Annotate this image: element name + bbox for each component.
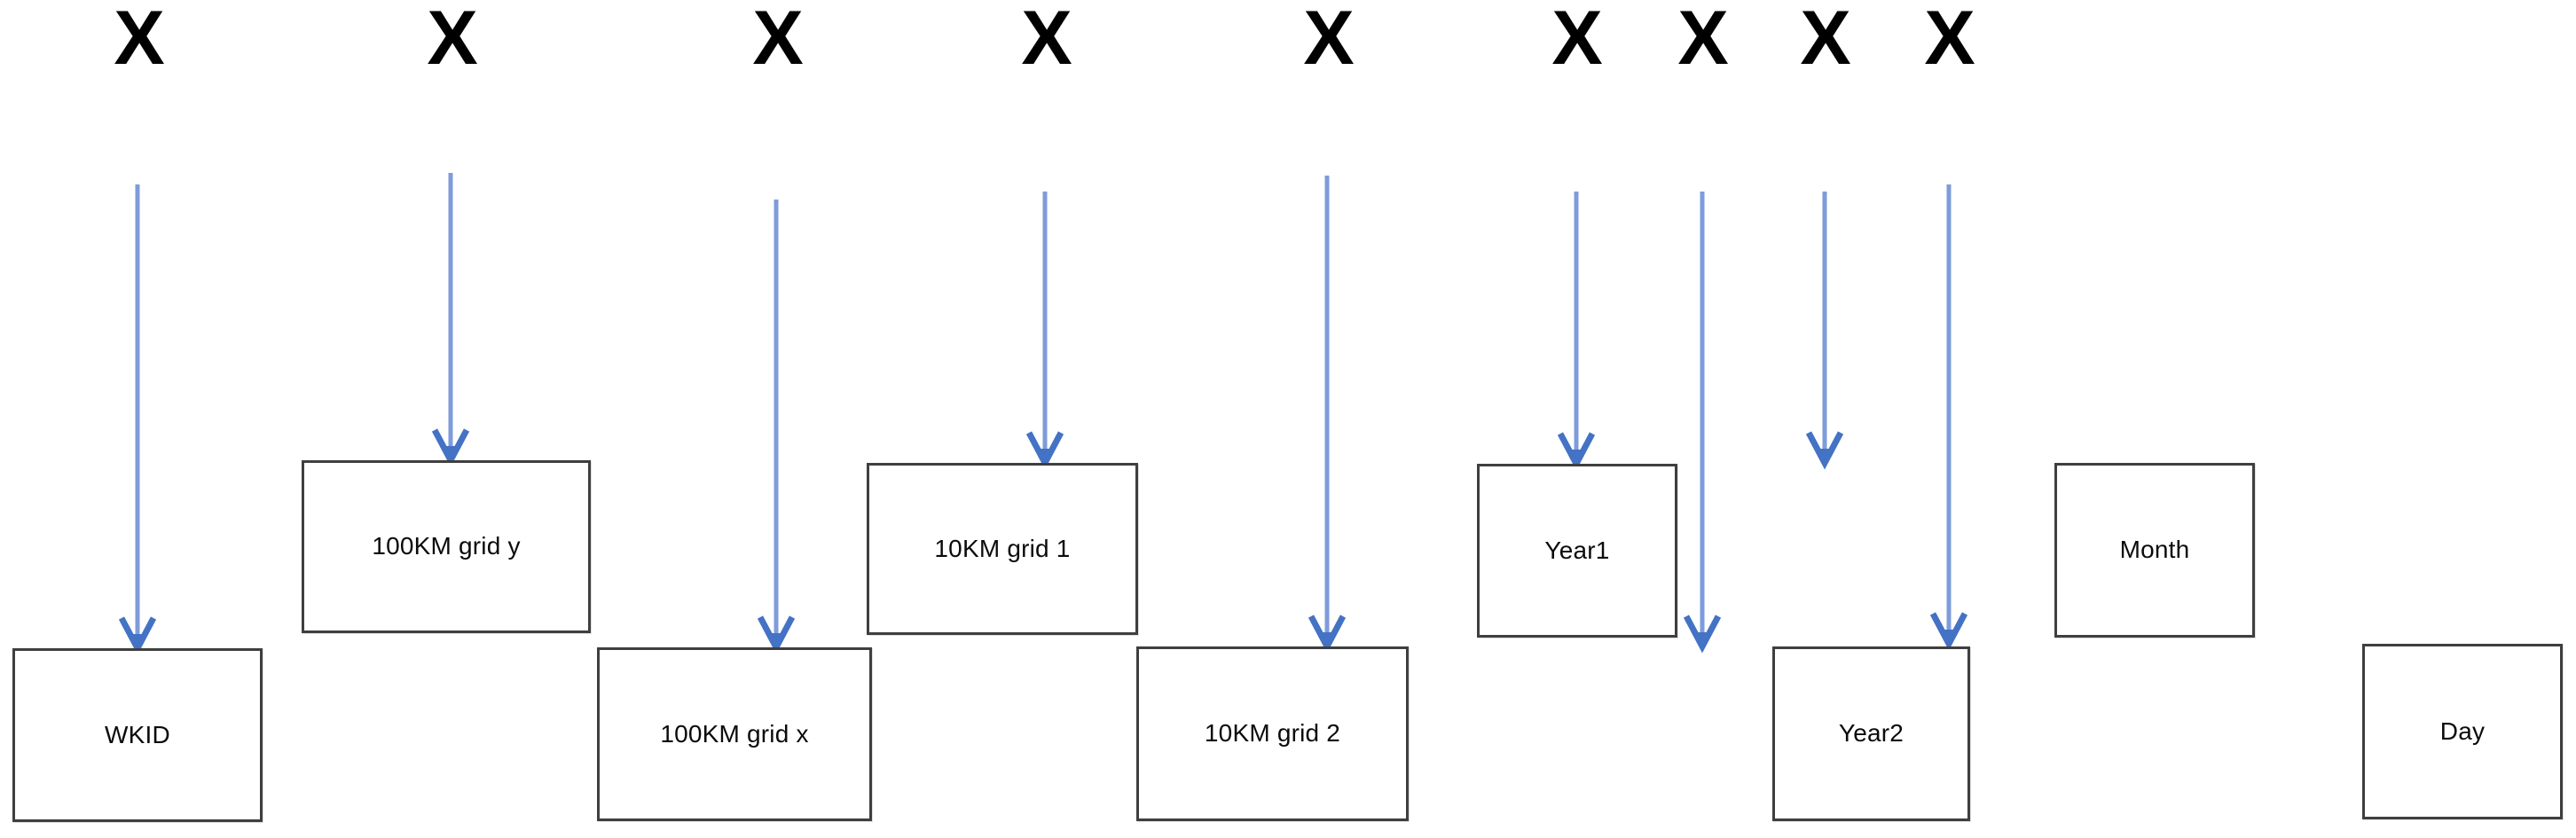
box-100km-grid-x[interactable]: 100KM grid x xyxy=(597,647,872,821)
x-mark-2: X xyxy=(427,0,478,81)
box-label: WKID xyxy=(105,720,170,748)
arrow-10km-grid-1-arrow-icon xyxy=(1025,192,1064,470)
x-mark-3: X xyxy=(752,0,804,81)
x-mark-1: X xyxy=(114,0,165,81)
box-10km-grid-1[interactable]: 10KM grid 1 xyxy=(867,463,1138,635)
arrow-year1-arrow-icon xyxy=(1557,192,1596,471)
x-mark-8: X xyxy=(1800,0,1851,81)
x-mark-6: X xyxy=(1551,0,1603,81)
box-label: Day xyxy=(2439,717,2486,745)
box-day[interactable]: Day xyxy=(2362,644,2563,819)
x-mark-9: X xyxy=(1924,0,1975,81)
box-label: 100KM grid x xyxy=(660,719,809,748)
arrow-100km-grid-x-arrow-icon xyxy=(757,200,796,654)
x-mark-7: X xyxy=(1677,0,1729,81)
box-100km-grid-y[interactable]: 100KM grid y xyxy=(302,460,591,633)
box-label: 10KM grid 1 xyxy=(934,534,1071,562)
box-label: Month xyxy=(2119,536,2190,564)
box-year2[interactable]: Year2 xyxy=(1772,646,1970,821)
arrow-day-arrow-icon xyxy=(1929,184,1968,651)
arrow-10km-grid-2-arrow-icon xyxy=(1308,176,1347,654)
box-label: Year2 xyxy=(1838,719,1905,748)
box-10km-grid-2[interactable]: 10KM grid 2 xyxy=(1136,646,1409,821)
box-label: 10KM grid 2 xyxy=(1204,719,1341,748)
box-year1[interactable]: Year1 xyxy=(1477,464,1677,638)
arrow-100km-grid-y-arrow-icon xyxy=(431,173,470,467)
box-label: 100KM grid y xyxy=(372,532,521,560)
box-wkid[interactable]: WKID xyxy=(12,648,263,822)
box-label: Year1 xyxy=(1544,536,1610,564)
arrow-month-arrow-icon xyxy=(1805,192,1844,470)
box-month[interactable]: Month xyxy=(2054,463,2255,638)
x-mark-5: X xyxy=(1303,0,1355,81)
arrow-year2-arrow-icon xyxy=(1683,192,1722,654)
x-mark-4: X xyxy=(1021,0,1072,81)
arrow-wkid-arrow-icon xyxy=(118,184,157,655)
